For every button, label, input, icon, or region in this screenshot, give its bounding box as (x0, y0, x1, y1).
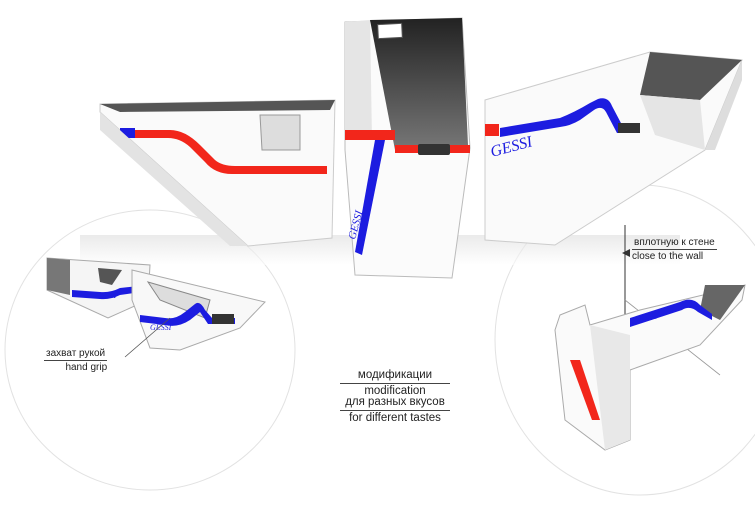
blue-stripe (355, 140, 385, 255)
tastes-label-en: for different tastes (349, 412, 441, 424)
grip-annotation: захват рукой hand grip (44, 348, 108, 373)
tastes-annotation: для разных вкусов for different tastes (340, 396, 450, 425)
modification-label-ru: модификации (340, 369, 450, 384)
wall-arrow-icon (622, 249, 630, 257)
wall-label-ru: вплотную к стене (632, 237, 717, 250)
grip-label-en: hand grip (65, 362, 108, 373)
modification-annotation: модификации modification (340, 369, 450, 398)
center-dispenser-render: GESSI (344, 17, 471, 279)
gessi-logo: GESSI (95, 291, 117, 300)
grip-leader-line (124, 317, 171, 358)
tastes-label-ru: для разных вкусов (340, 396, 450, 411)
right-dispenser-render: GESSI (484, 51, 743, 246)
grip-detail-render: GESSI GESSI (46, 257, 266, 351)
wall-annotation: вплотную к стене close to the wall (632, 237, 717, 262)
wall-label-en: close to the wall (632, 251, 704, 262)
gessi-logo: GESSI (150, 323, 172, 332)
wall-mounted-render: GESSI (554, 225, 746, 451)
left-dispenser-render (99, 99, 336, 247)
red-stripe (122, 130, 327, 174)
grip-label-ru: захват рукой (44, 348, 108, 361)
modification-label-en: modification (364, 385, 426, 397)
